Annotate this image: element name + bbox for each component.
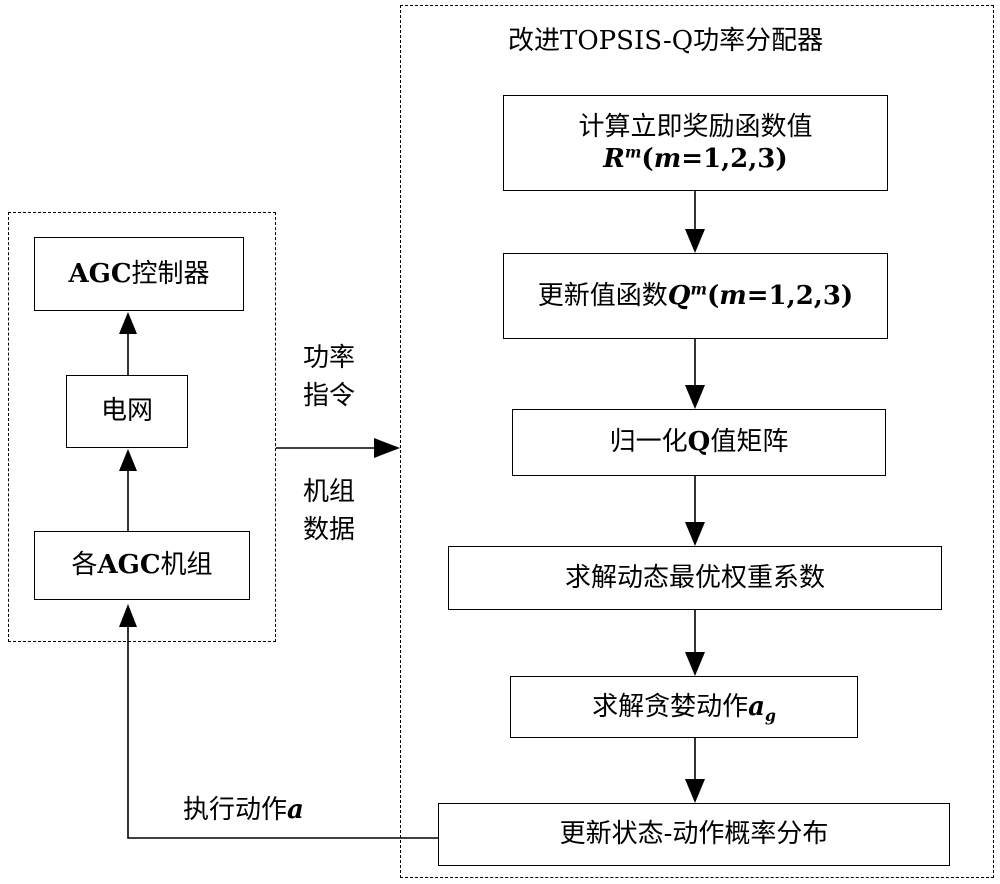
arrowhead-step-2 <box>685 229 705 253</box>
unit-data-line-2: 数据 <box>303 514 356 545</box>
step-normalize-box: 归一化Q值矩阵 <box>512 409 886 476</box>
agc-controller-box: AGC控制器 <box>34 237 244 311</box>
unit-data-line-1: 机组 <box>303 477 356 507</box>
agc-units-box: 各AGC机组 <box>34 531 250 600</box>
agc-controller-label: AGC控制器 <box>68 258 210 289</box>
agc-units-label: 各AGC机组 <box>71 550 213 581</box>
agc-system-region <box>8 212 276 642</box>
step-reward-line-2: Rm(m=1,2,3) <box>603 142 788 174</box>
unit-data-label: 机组 数据 <box>303 474 355 549</box>
grid-box: 电网 <box>66 375 188 448</box>
step-q-update-label: 更新值函数Qm(m=1,2,3) <box>537 279 854 311</box>
power-command-line-2: 指令 <box>303 380 356 411</box>
arrowhead-allocator <box>374 438 400 458</box>
step-greedy-label: 求解贪婪动作ag <box>592 691 776 725</box>
arrowhead-step-4 <box>685 522 705 546</box>
step-reward-box: 计算立即奖励函数值 Rm(m=1,2,3) <box>503 95 888 191</box>
power-command-line-1: 功率 <box>303 343 356 373</box>
step-weight-box: 求解动态最优权重系数 <box>448 546 942 610</box>
topsis-allocator-region <box>400 5 994 878</box>
arrowhead-step-6 <box>685 779 705 803</box>
arrowhead-grid <box>119 449 137 471</box>
arrowhead-controller <box>119 312 137 334</box>
step-greedy-box: 求解贪婪动作ag <box>510 676 858 738</box>
execute-action-label: 执行动作a <box>183 795 304 825</box>
arrowhead-step-3 <box>685 385 705 409</box>
power-command-label: 功率 指令 <box>303 340 355 415</box>
step-weight-label: 求解动态最优权重系数 <box>564 562 825 593</box>
arrowhead-units <box>119 604 137 627</box>
step-distribution-label: 更新状态-动作概率分布 <box>559 819 829 850</box>
connector-feedback-execute <box>127 624 438 839</box>
allocator-title: 改进TOPSIS-Q功率分配器 <box>508 26 824 56</box>
step-distribution-box: 更新状态-动作概率分布 <box>438 803 950 866</box>
step-normalize-label: 归一化Q值矩阵 <box>609 427 789 458</box>
step-q-update-box: 更新值函数Qm(m=1,2,3) <box>503 253 888 339</box>
step-reward-line-1: 计算立即奖励函数值 <box>578 111 813 142</box>
grid-label: 电网 <box>100 396 153 427</box>
arrowhead-step-5 <box>685 652 705 676</box>
